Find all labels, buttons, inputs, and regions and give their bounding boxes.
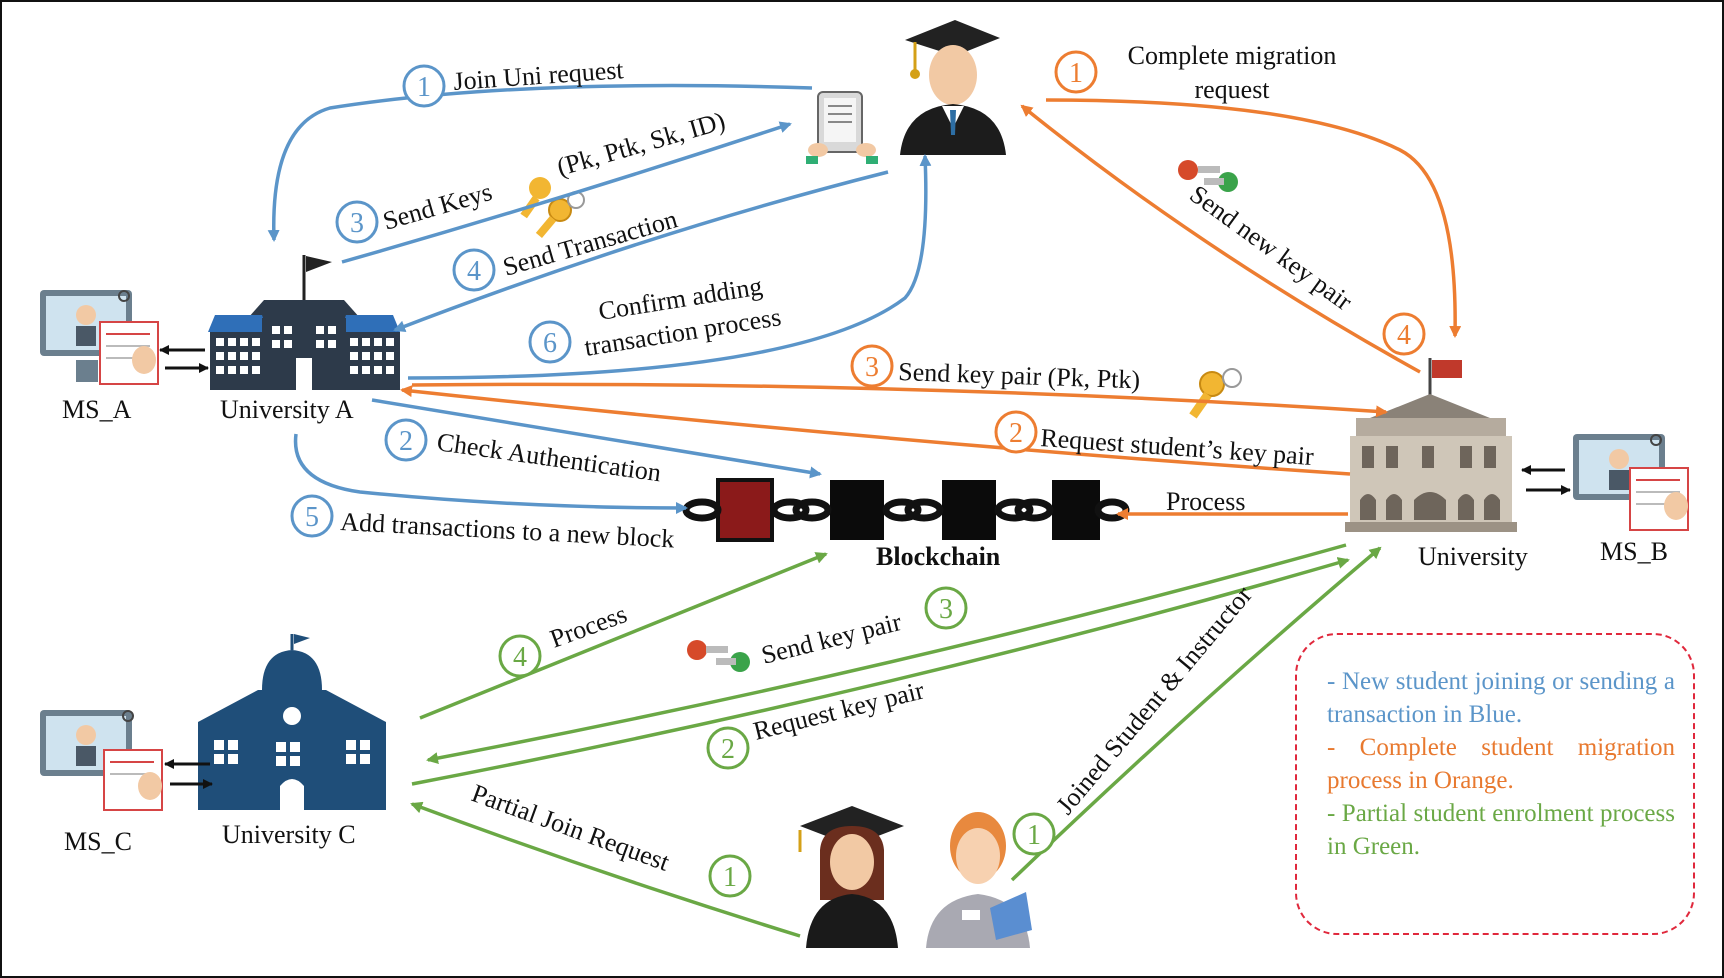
- green-step-4: 4 Process: [498, 599, 631, 678]
- instructor-icon: [926, 812, 1032, 948]
- step-number: 2: [721, 734, 735, 765]
- monitor-user-icon: [40, 710, 163, 811]
- green-arrows: [410, 543, 1382, 938]
- ms-arrows: [159, 345, 1571, 789]
- blue-step-5: 5 Add transactions to a new block: [290, 494, 675, 553]
- blue-step-2: 2 Check Authentication: [384, 418, 663, 487]
- flow-label: Request student’s key pair: [1040, 423, 1315, 471]
- female-graduate-icon: [798, 806, 904, 948]
- monitor-user-icon: [40, 290, 159, 385]
- flow-label: Send Keys: [380, 177, 496, 236]
- step-number: 2: [399, 426, 413, 457]
- ms-c-label: MS_C: [64, 827, 132, 856]
- blue-step-6: 6 Confirm adding transaction process: [528, 271, 783, 364]
- step-number: 2: [1009, 418, 1023, 449]
- key-icon: [520, 177, 585, 238]
- blue-arrows: [267, 83, 932, 514]
- university-b-icon: [1345, 358, 1517, 532]
- legend-green: - Partial student enrolment process in G…: [1327, 800, 1675, 860]
- legend-box: - New student joining or sending a trans…: [1295, 633, 1695, 935]
- orange-step-1: 1 Complete migration request: [1054, 41, 1337, 104]
- university-b-label: University: [1418, 542, 1528, 571]
- orange-step-3: 3 Send key pair (Pk, Ptk): [850, 344, 1141, 394]
- flow-label: Check Authentication: [435, 427, 663, 487]
- step-number: 1: [417, 72, 431, 103]
- orange-step-4: Send new key pair 4: [1184, 179, 1426, 356]
- monitor-user-icon: [1573, 434, 1689, 531]
- green-step-1-partial: Partial Join Request 1: [468, 778, 752, 898]
- green-step-1-joined: 1 Joined Student & Instructor: [1012, 580, 1258, 856]
- step-number: 1: [723, 862, 737, 893]
- flow-label: Join Uni request: [452, 55, 625, 96]
- university-a-icon: [208, 255, 400, 390]
- step-number: 4: [1397, 320, 1411, 351]
- flow-label: Complete migration: [1128, 41, 1337, 70]
- step-number: 3: [865, 352, 879, 383]
- ms-a-label: MS_A: [62, 395, 132, 424]
- legend-blue: - New student joining or sending a trans…: [1327, 668, 1675, 728]
- orange-step-2: 2 Request student’s key pair: [994, 410, 1315, 471]
- step-number: 3: [939, 594, 953, 625]
- flow-label: Request key pair: [750, 675, 927, 745]
- flow-label: Send key pair: [758, 607, 904, 670]
- university-a-label: University A: [220, 395, 354, 424]
- flow-label: Add transactions to a new block: [340, 507, 675, 553]
- orange-process-label: Process: [1166, 487, 1245, 516]
- ms-b-label: MS_B: [1600, 537, 1668, 566]
- step-number: 6: [543, 328, 557, 359]
- legend-orange: - Complete student migration process in …: [1327, 734, 1675, 794]
- step-number: 3: [350, 208, 364, 239]
- tablet-icon: [806, 91, 878, 164]
- key-icon: [1189, 368, 1242, 419]
- key-icon: [1178, 160, 1238, 192]
- step-number: 4: [513, 642, 527, 673]
- step-number: 4: [467, 256, 481, 287]
- flow-label: Send new key pair: [1184, 179, 1357, 316]
- step-number: 5: [305, 502, 319, 533]
- orange-arrows: [400, 98, 1462, 520]
- graduate-student-icon: [900, 20, 1006, 155]
- blockchain-icon: [682, 478, 1130, 542]
- university-c-label: University C: [222, 820, 356, 849]
- blockchain-label: Blockchain: [876, 542, 1001, 571]
- step-number: 1: [1069, 58, 1083, 89]
- green-step-3: Send key pair 3: [758, 586, 968, 670]
- flow-label: Process: [546, 599, 631, 653]
- university-c-icon: [198, 634, 386, 810]
- key-icon: [687, 640, 750, 672]
- flow-label-line2: request: [1194, 75, 1270, 104]
- blue-step-1: 1 Join Uni request: [402, 55, 625, 108]
- step-number: 1: [1027, 820, 1041, 851]
- green-step-2: 2 Request key pair: [706, 675, 927, 770]
